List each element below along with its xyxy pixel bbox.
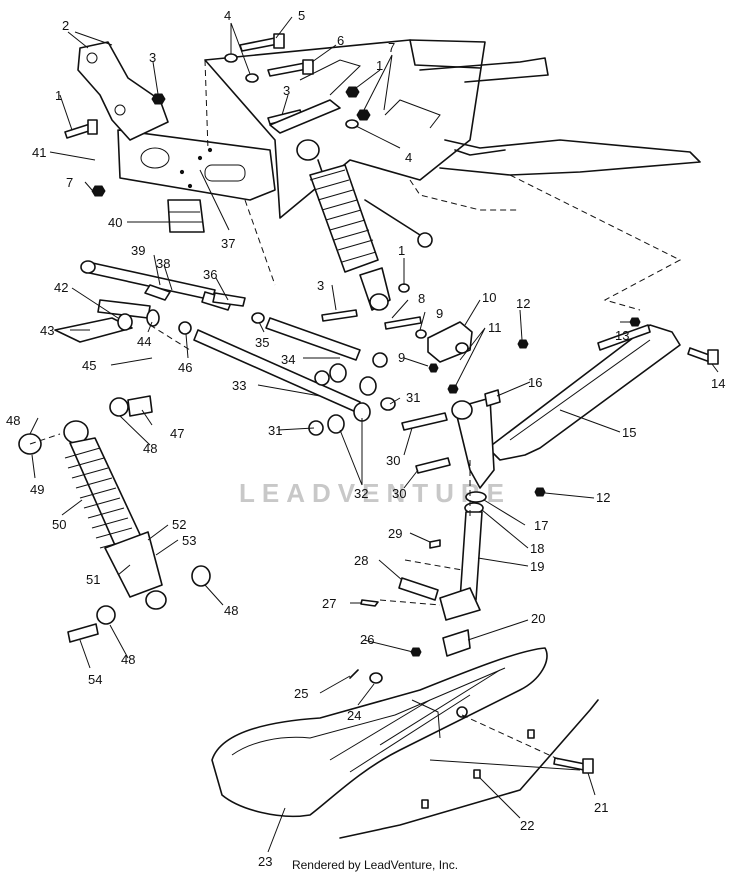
upper-bracket (77, 41, 169, 141)
callout-15: 15 (622, 425, 636, 440)
callout-48: 48 (143, 441, 157, 456)
callout-24: 24 (347, 708, 361, 723)
callout-3: 3 (317, 278, 324, 293)
callout-30: 30 (386, 453, 400, 468)
callout-52: 52 (172, 517, 186, 532)
callout-28: 28 (354, 553, 368, 568)
callout-1: 1 (55, 88, 62, 103)
callout-17: 17 (534, 518, 548, 533)
callout-labels: 1 1 1 2 3 3 3 4 4 5 6 7 7 8 9 9 10 11 12… (6, 8, 725, 869)
footer-credit: Rendered by LeadVenture, Inc. (291, 858, 459, 872)
callout-42: 42 (54, 280, 68, 295)
callout-5: 5 (298, 8, 305, 23)
callout-43: 43 (40, 323, 54, 338)
callout-44: 44 (137, 334, 151, 349)
callout-12: 12 (516, 296, 530, 311)
callout-31: 31 (268, 423, 282, 438)
callout-10: 10 (482, 290, 496, 305)
callout-21: 21 (594, 800, 608, 815)
callout-23: 23 (258, 854, 272, 869)
callout-4: 4 (405, 150, 412, 165)
pivot-bracket (415, 321, 473, 394)
callout-30: 30 (392, 486, 406, 501)
callout-22: 22 (520, 818, 534, 833)
callout-31: 31 (406, 390, 420, 405)
callout-50: 50 (52, 517, 66, 532)
upper-shock (296, 139, 433, 330)
top-fasteners (64, 33, 371, 197)
callout-54: 54 (88, 672, 102, 687)
callout-40: 40 (108, 215, 122, 230)
callout-45: 45 (82, 358, 96, 373)
callout-9: 9 (436, 306, 443, 321)
callout-14: 14 (711, 376, 725, 391)
callout-6: 6 (337, 33, 344, 48)
callout-12: 12 (596, 490, 610, 505)
callout-33: 33 (232, 378, 246, 393)
ball-joints (178, 292, 265, 335)
callout-41: 41 (32, 145, 46, 160)
callout-3: 3 (283, 83, 290, 98)
callout-36: 36 (203, 267, 217, 282)
callout-16: 16 (528, 375, 542, 390)
callout-9: 9 (398, 350, 405, 365)
callout-29: 29 (388, 526, 402, 541)
callout-18: 18 (530, 541, 544, 556)
callout-51: 51 (86, 572, 100, 587)
callout-1: 1 (398, 243, 405, 258)
callout-37: 37 (221, 236, 235, 251)
mount-block (167, 199, 205, 233)
callout-20: 20 (531, 611, 545, 626)
callout-4: 4 (224, 8, 231, 23)
spindle-shaft (360, 577, 439, 607)
guide-lines (29, 59, 561, 761)
front-shock (18, 395, 211, 643)
callout-7: 7 (388, 40, 395, 55)
callout-32: 32 (354, 486, 368, 501)
callout-47: 47 (170, 426, 184, 441)
callout-3: 3 (149, 50, 156, 65)
callout-34: 34 (281, 352, 295, 367)
bushings (308, 352, 396, 436)
callout-8: 8 (418, 291, 425, 306)
callout-13: 13 (615, 328, 629, 343)
callout-2: 2 (62, 18, 69, 33)
ski-assembly (211, 629, 599, 839)
chassis-bulkhead (204, 39, 701, 311)
callout-46: 46 (178, 360, 192, 375)
callout-48: 48 (121, 652, 135, 667)
watermark: LEADVENTURE (238, 478, 511, 508)
callout-27: 27 (322, 596, 336, 611)
trailing-arm (487, 317, 719, 497)
spindle (401, 389, 501, 621)
callout-49: 49 (30, 482, 44, 497)
callout-48: 48 (224, 603, 238, 618)
callout-19: 19 (530, 559, 544, 574)
callout-35: 35 (255, 335, 269, 350)
callout-48: 48 (6, 413, 20, 428)
callout-26: 26 (360, 632, 374, 647)
callout-7: 7 (66, 175, 73, 190)
callout-1: 1 (376, 58, 383, 73)
callout-38: 38 (156, 256, 170, 271)
callout-25: 25 (294, 686, 308, 701)
leader-lines (29, 16, 719, 853)
callout-11: 11 (488, 320, 502, 335)
mounting-plate (117, 129, 276, 201)
callout-53: 53 (182, 533, 196, 548)
callout-39: 39 (131, 243, 145, 258)
